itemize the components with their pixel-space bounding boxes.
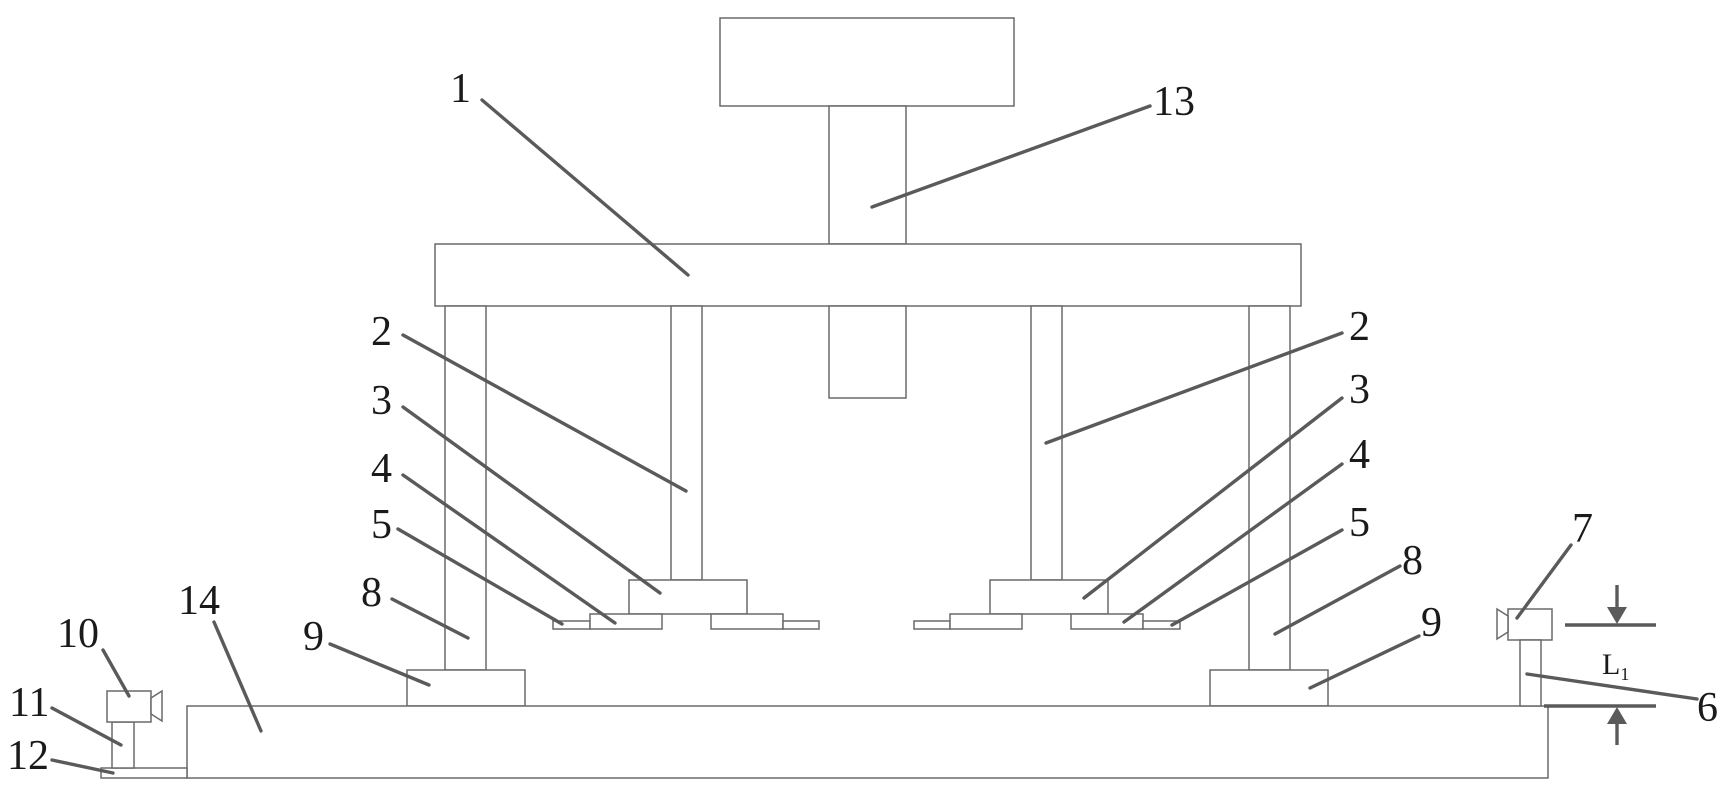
label-8-left: 8 — [361, 570, 382, 616]
leader-3-left — [401, 405, 662, 595]
left-camera-post — [111, 721, 135, 769]
crossbeam — [434, 243, 1302, 307]
label-10: 10 — [57, 611, 99, 657]
center-plunger — [828, 305, 907, 399]
leader-5-left — [396, 527, 564, 626]
leader-6 — [1525, 672, 1699, 701]
label-3-left: 3 — [371, 378, 392, 424]
leader-2-left — [401, 333, 688, 493]
leader-4-left — [401, 473, 617, 625]
right-camera-lens-icon — [1496, 607, 1509, 641]
label-14: 14 — [178, 578, 220, 624]
inner-rod-left — [670, 305, 703, 581]
leader-8-left — [390, 597, 470, 640]
outer-column-left — [444, 305, 487, 671]
dimension-label: L1 — [1602, 648, 1629, 684]
leader-lines — [50, 98, 1699, 775]
label-3-right: 3 — [1349, 367, 1370, 413]
leader-10 — [101, 648, 131, 698]
column-foot-left — [406, 669, 526, 707]
pad-left-inner — [589, 613, 663, 630]
label-1: 1 — [450, 66, 471, 112]
label-8-right: 8 — [1402, 538, 1423, 584]
pad-left-center-thin — [782, 620, 820, 630]
label-7: 7 — [1572, 506, 1593, 552]
pad-right-center — [949, 613, 1023, 630]
leader-8-right — [1273, 564, 1402, 636]
press-block-right — [989, 579, 1109, 615]
pad-left-center — [710, 613, 784, 630]
top-head-block — [719, 17, 1015, 107]
leader-3-right — [1082, 396, 1344, 600]
dimension-l1: L1 — [1544, 585, 1656, 745]
dimension-label-sub: 1 — [1620, 664, 1629, 684]
label-9-right: 9 — [1421, 600, 1442, 646]
dimension-label-main: L — [1602, 648, 1620, 681]
label-9-left: 9 — [303, 614, 324, 660]
leader-9-right — [1308, 634, 1421, 690]
label-4-left: 4 — [371, 446, 392, 492]
leader-14 — [212, 620, 263, 733]
label-2-right: 2 — [1349, 304, 1370, 350]
leader-4-right — [1122, 462, 1344, 624]
leader-5-right — [1170, 528, 1344, 627]
dimension-arrow-bottom-icon — [1607, 707, 1627, 724]
leader-13 — [870, 104, 1152, 209]
leader-11 — [50, 706, 123, 747]
left-camera-lens-icon — [150, 689, 163, 723]
part-numbers: 1 13 2 3 4 5 8 9 14 10 11 12 2 3 4 5 8 9… — [7, 66, 1718, 779]
label-5-right: 5 — [1349, 500, 1370, 546]
label-12: 12 — [7, 733, 49, 779]
pad-right-outer-thin — [1142, 620, 1181, 630]
label-4-right: 4 — [1349, 432, 1370, 478]
label-5-left: 5 — [371, 502, 392, 548]
parts — [100, 17, 1553, 779]
leader-7 — [1515, 543, 1573, 620]
leader-1 — [480, 98, 690, 277]
label-6: 6 — [1697, 685, 1718, 731]
base-plate — [186, 705, 1549, 779]
leader-2-right — [1044, 331, 1344, 445]
dimension-arrow-top-icon — [1607, 607, 1627, 624]
pad-right-center-thin — [913, 620, 951, 630]
leader-9-left — [328, 642, 431, 687]
label-11: 11 — [9, 680, 49, 726]
label-13: 13 — [1153, 79, 1195, 125]
leader-12 — [50, 758, 115, 775]
top-rod — [828, 105, 907, 245]
label-2-left: 2 — [371, 309, 392, 355]
right-camera-body — [1507, 608, 1553, 641]
left-step-plate — [100, 767, 188, 779]
